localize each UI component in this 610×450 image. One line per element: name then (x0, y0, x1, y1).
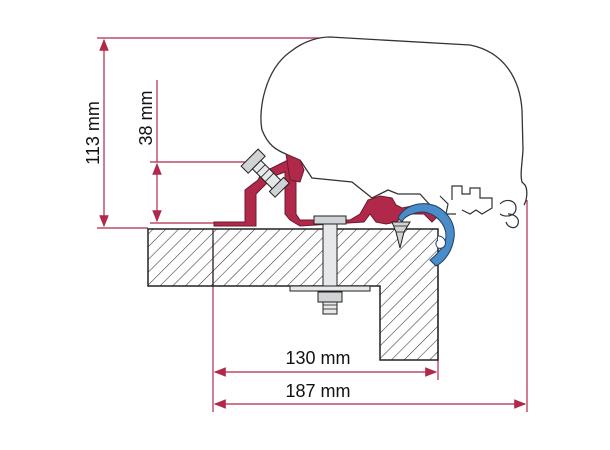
awning-housing-lower-edge (299, 159, 431, 206)
height-bracket-label: 38 mm (136, 90, 156, 145)
height-total-label: 113 mm (83, 101, 103, 165)
vehicle-wall-section (147, 228, 439, 361)
adapter-clamp (285, 153, 305, 183)
awning-rail-detail (439, 185, 519, 229)
rail-keder-channel (435, 235, 446, 249)
mounting-screw (391, 221, 411, 249)
width-inner-label: 130 mm (285, 348, 350, 368)
blue-rail-clip (397, 203, 455, 267)
through-bolt (289, 215, 371, 315)
clamp-bolt (240, 148, 290, 198)
awning-housing (260, 36, 528, 206)
width-total-label: 187 mm (285, 381, 350, 401)
